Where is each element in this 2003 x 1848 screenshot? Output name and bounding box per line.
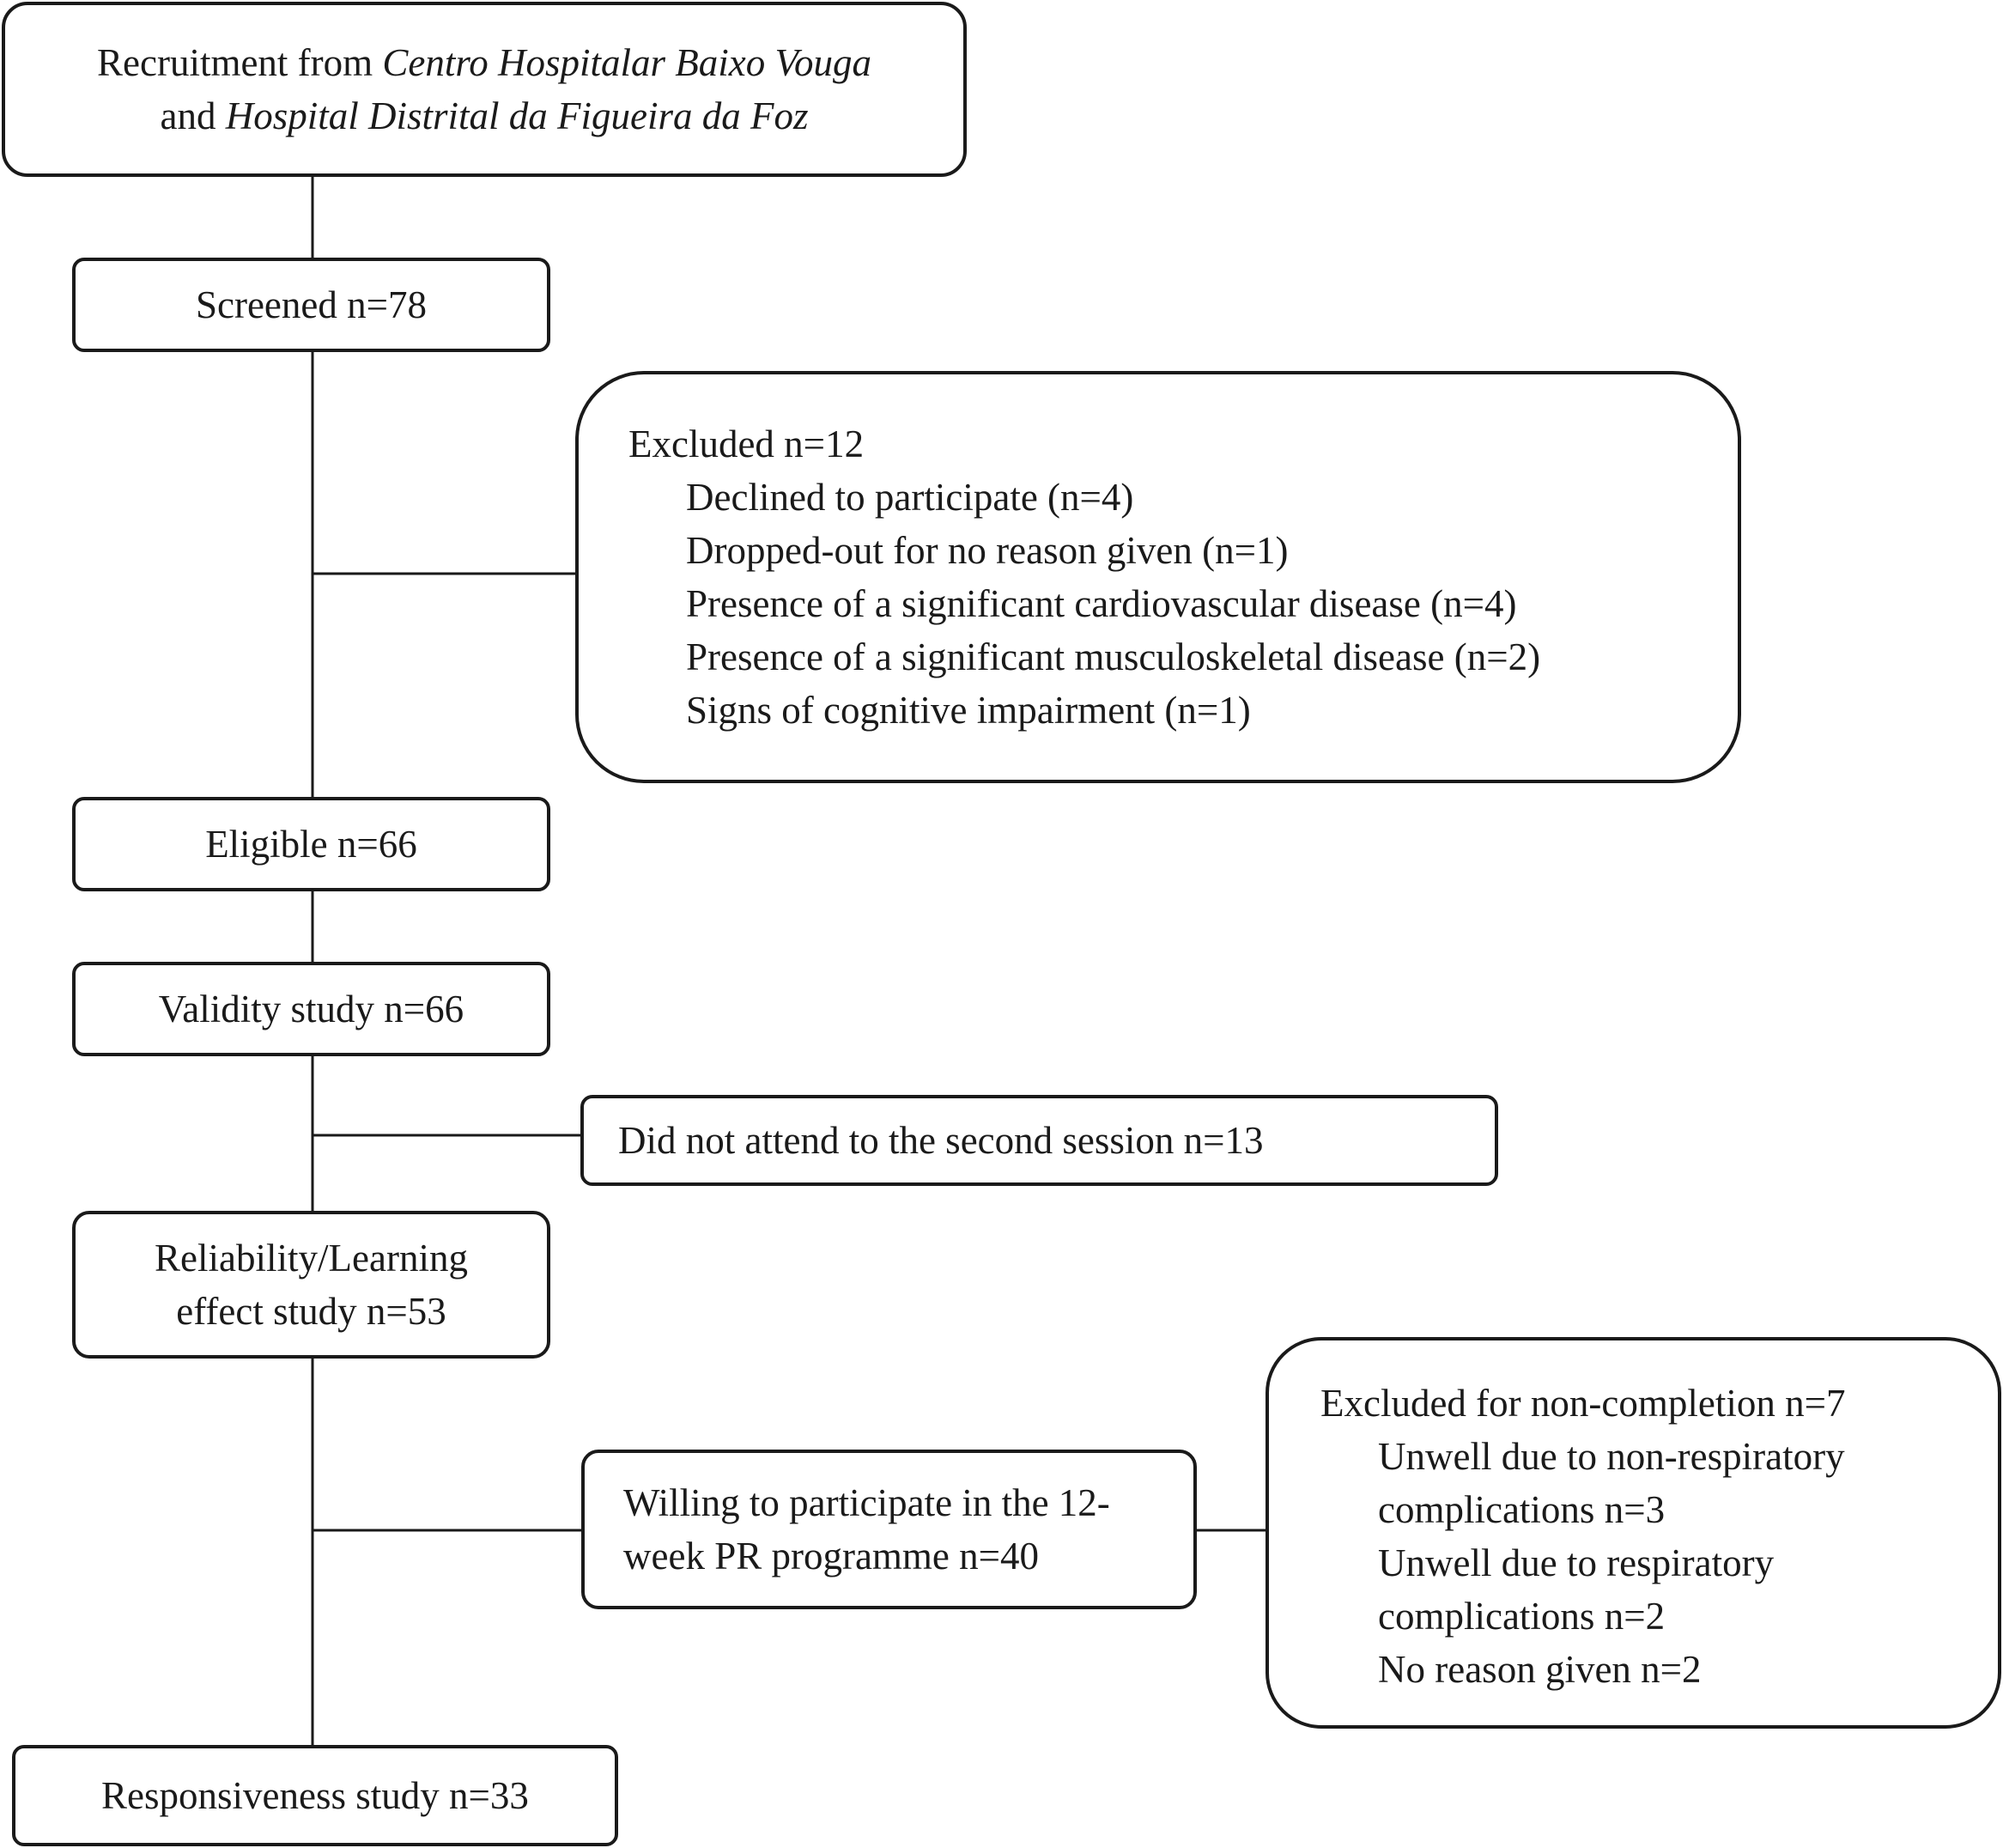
responsiveness-label: Responsiveness study n=33 bbox=[101, 1774, 529, 1817]
screened-label: Screened n=78 bbox=[195, 283, 428, 326]
excluded-reason: Dropped-out for no reason given (n=1) bbox=[686, 529, 1289, 572]
recruitment-site-2: Hospital Distrital da Figueira da Foz bbox=[225, 94, 809, 137]
validity-label: Validity study n=66 bbox=[158, 988, 464, 1030]
willing-box: Willing to participate in the 12- week P… bbox=[581, 1450, 1197, 1609]
willing-line-1: Willing to participate in the 12- bbox=[623, 1481, 1110, 1524]
excluded-box: Excluded n=12 Declined to participate (n… bbox=[575, 371, 1741, 783]
excluded-reason: Presence of a significant musculoskeleta… bbox=[686, 635, 1541, 678]
noncompletion-reason: complications n=3 bbox=[1378, 1488, 1666, 1531]
eligible-box: Eligible n=66 bbox=[72, 797, 550, 891]
reliability-line-2: effect study n=53 bbox=[176, 1290, 446, 1333]
responsiveness-box: Responsiveness study n=33 bbox=[12, 1745, 618, 1846]
excluded-reason: Presence of a significant cardiovascular… bbox=[686, 582, 1517, 625]
noncompletion-reason: Unwell due to non-respiratory bbox=[1378, 1435, 1845, 1478]
did-not-attend-box: Did not attend to the second session n=1… bbox=[580, 1095, 1498, 1186]
eligible-label: Eligible n=66 bbox=[205, 823, 417, 866]
reliability-box: Reliability/Learning effect study n=53 bbox=[72, 1211, 550, 1359]
noncompletion-reason: No reason given n=2 bbox=[1378, 1648, 1702, 1691]
validity-box: Validity study n=66 bbox=[72, 962, 550, 1056]
did-not-attend-label: Did not attend to the second session n=1… bbox=[618, 1119, 1264, 1162]
noncompletion-reason: Unwell due to respiratory bbox=[1378, 1541, 1775, 1584]
excluded-title: Excluded n=12 bbox=[628, 422, 865, 465]
reliability-line-1: Reliability/Learning bbox=[155, 1237, 468, 1280]
willing-line-2: week PR programme n=40 bbox=[623, 1535, 1040, 1577]
noncompletion-title: Excluded for non-completion n=7 bbox=[1320, 1382, 1846, 1425]
excluded-reason: Declined to participate (n=4) bbox=[686, 476, 1134, 519]
recruitment-site-1: Centro Hospitalar Baixo Vouga bbox=[382, 41, 871, 84]
screened-box: Screened n=78 bbox=[72, 258, 550, 352]
excluded-reason: Signs of cognitive impairment (n=1) bbox=[686, 689, 1251, 732]
noncompletion-reason: complications n=2 bbox=[1378, 1595, 1666, 1638]
noncompletion-box: Excluded for non-completion n=7 Unwell d… bbox=[1266, 1337, 2001, 1729]
recruitment-box: Recruitment from Centro Hospitalar Baixo… bbox=[2, 2, 967, 177]
